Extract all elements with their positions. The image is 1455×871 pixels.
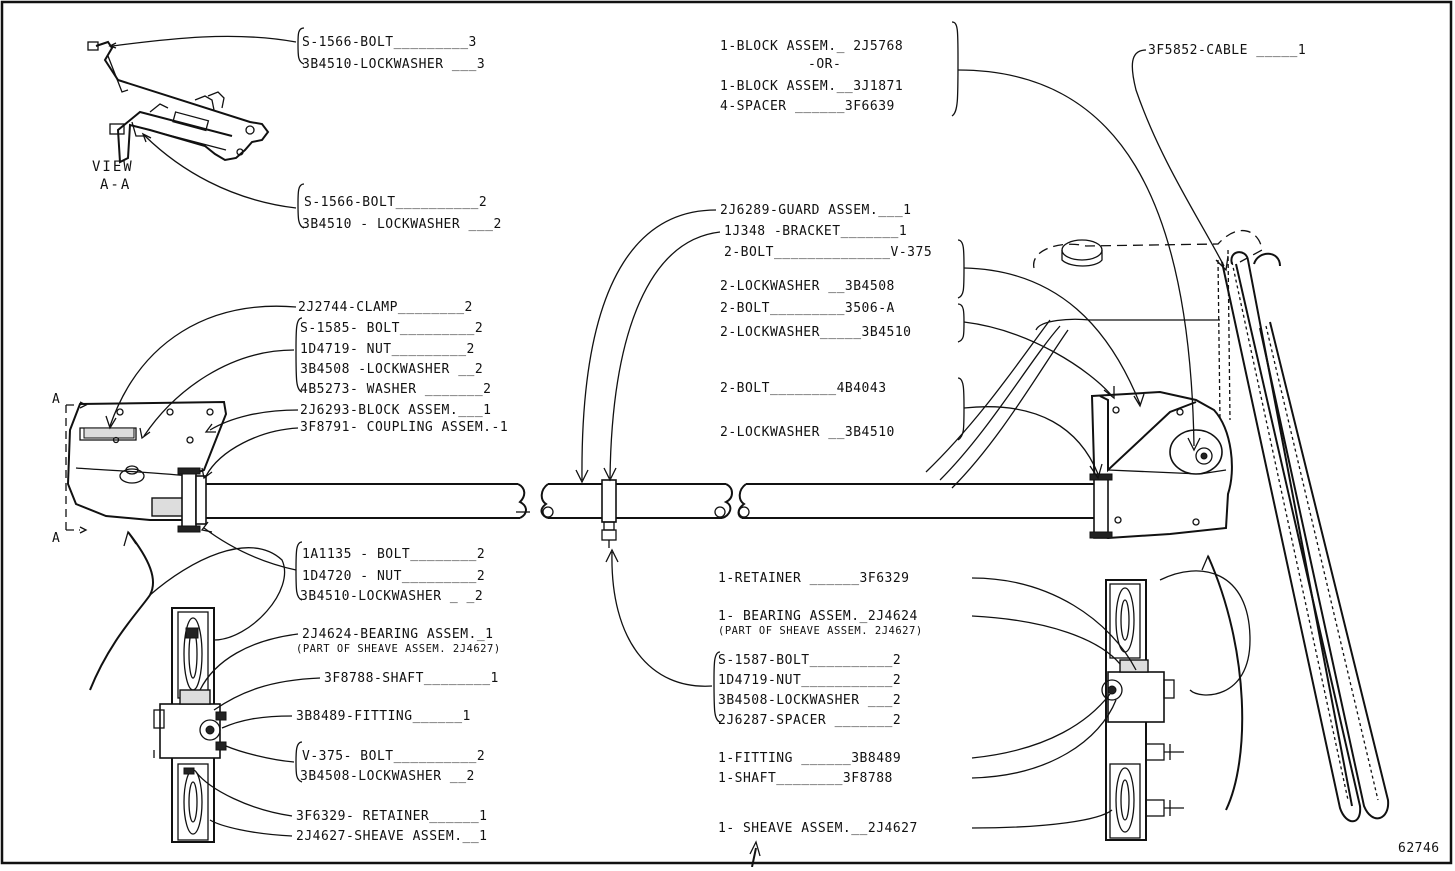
lockwasher-4b4043: 2-LOCKWASHER __3B4510 <box>720 425 895 440</box>
left-sheave-lockwasher: 3B4508-LOCKWASHER __2 <box>300 769 475 784</box>
right-sheave-shaft: 1-SHAFT________3F8788 <box>718 771 893 786</box>
guard-hw-bolt: S-1587-BOLT__________2 <box>718 653 901 668</box>
right-indicator-arrow <box>1207 555 1244 811</box>
bracket-hw-lockwasher: 2-LOCKWASHER __3B4508 <box>720 279 895 294</box>
leader-clamp <box>109 305 297 427</box>
brace-bolt-4b4043 <box>957 377 965 441</box>
bracket-callout: 1J348 -BRACKET_______1 <box>724 224 907 239</box>
view-bottom-lockwasher: 3B4510 - LOCKWASHER ___2 <box>302 217 502 232</box>
brace-view-top <box>297 27 305 65</box>
view-bottom-bolt: S-1566-BOLT__________2 <box>304 195 487 210</box>
brace-bracket-hardware <box>957 239 965 299</box>
guard-clamp <box>601 479 617 548</box>
cable-illustration <box>1221 251 1390 823</box>
coupling-callout: 3F8791- COUPLING ASSEM.-1 <box>300 420 508 435</box>
brace-guard-hardware <box>713 651 721 723</box>
cable-callout: 3F5852-CABLE _____1 <box>1148 43 1306 58</box>
right-sheave-retainer: 1-RETAINER ______3F6329 <box>718 571 910 586</box>
leader-guard-hardware <box>611 551 713 687</box>
leader-view-bottom <box>144 135 297 209</box>
right-sheave-assembly <box>1101 579 1184 841</box>
view-top-lockwasher: 3B4510-LOCKWASHER ___3 <box>302 57 485 72</box>
brace-left-sheave-bolt <box>295 741 303 783</box>
brace-bolt-3506a <box>957 303 965 343</box>
left-sheave-bearing-note: (PART OF SHEAVE ASSEM. 2J4627) <box>296 643 501 655</box>
coupling-hw-nut: 1D4720 - NUT_________2 <box>302 569 485 584</box>
left-block-assembly <box>66 400 228 521</box>
block-right-spacer: 4-SPACER ______3F6639 <box>720 99 895 114</box>
bracket-hw-bolt: 2-BOLT______________V-375 <box>724 245 932 260</box>
guard-hw-lockwasher: 3B4508-LOCKWASHER ___2 <box>718 693 901 708</box>
block-right-line2: 1-BLOCK ASSEM.__3J1871 <box>720 79 903 94</box>
lockwasher-3506a: 2-LOCKWASHER_____3B4510 <box>720 325 912 340</box>
clamp-hw-washer: 4B5273- WASHER _______2 <box>300 382 492 397</box>
right-sheave-bearing-note: (PART OF SHEAVE ASSEM. 2J4627) <box>718 625 923 637</box>
left-sheave-bearing: 2J4624-BEARING ASSEM._1 <box>302 627 494 642</box>
section-mark-bottom: A <box>52 531 60 546</box>
right-sheave-sheave: 1- SHEAVE ASSEM.__2J4627 <box>718 821 918 836</box>
brace-view-bottom <box>297 183 305 229</box>
left-sheave-retainer: 3F6329- RETAINER______1 <box>296 809 488 824</box>
leader-clamp-hardware <box>143 349 295 437</box>
block-right-line1: 1-BLOCK ASSEM._ 2J5768 <box>720 39 903 54</box>
bolt-3506a: 2-BOLT_________3506-A <box>720 301 895 316</box>
drive-shaft-tube <box>206 483 1096 519</box>
left-sheave-fitting: 3B8489-FITTING______1 <box>296 709 471 724</box>
left-sheave-shaft: 3F8788-SHAFT________1 <box>324 671 499 686</box>
view-label-line2: A-A <box>100 177 131 193</box>
leader-view-top <box>111 35 297 47</box>
right-sheave-fitting: 1-FITTING ______3B8489 <box>718 751 901 766</box>
clamp-hw-nut: 1D4719- NUT_________2 <box>300 342 475 357</box>
left-sheave-bolt: V-375- BOLT__________2 <box>302 749 485 764</box>
coupling-flange-left <box>181 469 197 531</box>
view-aa-bracket-illustration <box>87 40 270 164</box>
guard-callout: 2J6289-GUARD ASSEM.___1 <box>720 203 912 218</box>
left-block-callout: 2J6293-BLOCK ASSEM.___1 <box>300 403 492 418</box>
clamp-hw-bolt: S-1585- BOLT_________2 <box>300 321 483 336</box>
leader-cable <box>1131 49 1225 267</box>
leader-block-right <box>957 69 1195 447</box>
leader-guard <box>581 209 717 481</box>
leader-bracket <box>609 231 721 479</box>
clamp-callout: 2J2744-CLAMP________2 <box>298 300 473 315</box>
coupling-hw-bolt: 1A1135 - BOLT________2 <box>302 547 485 562</box>
brace-block-right <box>951 21 959 117</box>
bottom-pointer-arrow <box>751 847 757 868</box>
left-indicator-arrow <box>89 531 154 691</box>
section-mark-top: A <box>52 392 60 407</box>
coupling-hw-lockwasher: 3B4510-LOCKWASHER _ _2 <box>300 589 483 604</box>
left-sheave-assembly <box>153 607 227 843</box>
brace-clamp-hardware <box>295 317 303 393</box>
left-sheave-sheave: 2J4627-SHEAVE ASSEM.__1 <box>296 829 488 844</box>
guard-hw-spacer: 2J6287-SPACER _______2 <box>718 713 901 728</box>
guard-hw-nut: 1D4719-NUT___________2 <box>718 673 901 688</box>
drawing-number: 62746 <box>1398 841 1440 856</box>
right-gearbox <box>925 230 1263 540</box>
bolt-4b4043: 2-BOLT________4B4043 <box>720 381 887 396</box>
block-right-or: -OR- <box>808 57 841 72</box>
right-sheave-bearing: 1- BEARING ASSEM._2J4624 <box>718 609 918 624</box>
view-top-bolt: S-1566-BOLT_________3 <box>302 35 477 50</box>
clamp-hw-lockwasher: 3B4508 -LOCKWASHER __2 <box>300 362 483 377</box>
section-line <box>65 404 80 531</box>
view-label-line1: VIEW <box>92 159 134 175</box>
